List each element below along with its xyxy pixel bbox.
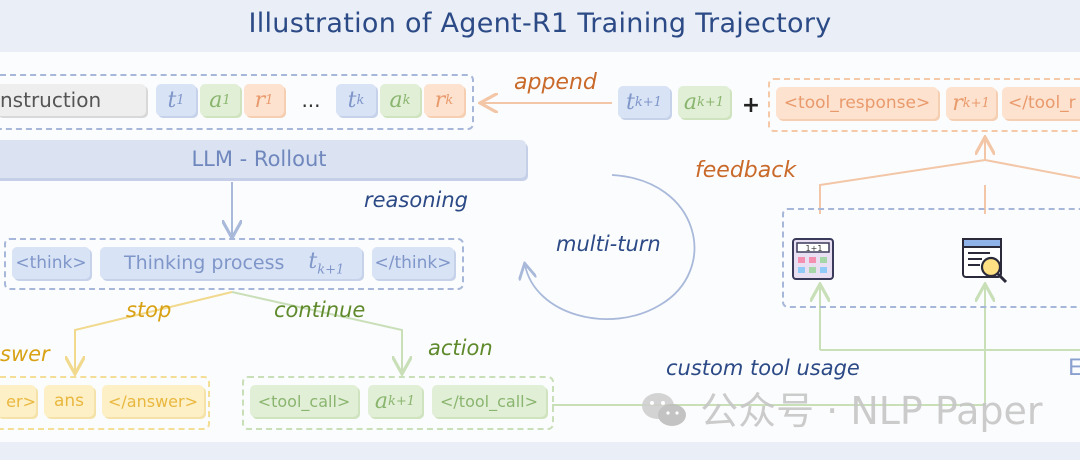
trajectory-container: [0, 74, 474, 130]
tool-response-open-tag: <tool_response>: [776, 87, 938, 119]
custom-tool-usage-label: custom tool usage: [666, 356, 860, 380]
feedback-label: feedback: [695, 158, 797, 183]
llm-rollout-label: LLM - Rollout: [191, 147, 327, 171]
answer-close-tag: </answer>: [102, 385, 204, 417]
thinking-token: tk+1: [308, 248, 345, 278]
answer-open-tag: er>: [0, 385, 36, 417]
watermark-text: 公众号 · NLP Paper: [700, 389, 1043, 433]
tool-call-close-tag: </tool_call>: [432, 385, 546, 417]
append-label: append: [514, 70, 597, 95]
multi-turn-arc: [525, 174, 696, 320]
stop-label: stop: [126, 298, 172, 322]
thinking-process-text: Thinking process: [124, 252, 285, 274]
calculator-tool-icon: 1+1: [790, 236, 836, 282]
plus-sign: +: [741, 92, 761, 118]
action-label: action: [428, 336, 493, 360]
bottom-bar: [0, 442, 1080, 460]
tool-call-open-tag: <tool_call>: [250, 385, 358, 417]
multi-turn-label: multi-turn: [556, 232, 661, 256]
answer-label: swer: [0, 342, 50, 366]
think-open-tag: <think>: [12, 247, 90, 279]
answer-container: [0, 376, 210, 430]
ellipsis: ...: [301, 88, 321, 112]
llm-rollout-bar: LLM - Rollout: [0, 140, 526, 178]
diagram-title: Illustration of Agent-R1 Training Trajec…: [248, 8, 832, 39]
instruction-box: nstruction: [0, 84, 146, 116]
feedback-line: [819, 139, 985, 214]
stop-arrow: [75, 291, 233, 372]
continue-label: continue: [274, 298, 366, 322]
tool-response-close-tag: </tool_r: [1002, 87, 1080, 119]
continue-arrow: [231, 291, 402, 372]
tool-usage-line: [552, 286, 985, 406]
think-close-tag: </think>: [372, 247, 454, 279]
answer-ans: ans: [44, 385, 94, 417]
thinking-process-box: Thinking process tk+1: [100, 247, 362, 279]
thinking-container: [4, 238, 464, 290]
environment-container: [782, 208, 1080, 308]
environment-label: E: [1068, 356, 1080, 381]
title-bar: [0, 0, 1080, 52]
watermark: 公众号 · NLP Paper: [640, 380, 1043, 435]
wechat-icon: [642, 393, 686, 426]
instruction-text: nstruction: [0, 88, 102, 112]
web-search-tool-icon: [960, 236, 1010, 286]
reasoning-label: reasoning: [364, 188, 468, 212]
tool-response-container: [768, 78, 1080, 132]
tool-call-container: [242, 376, 554, 430]
svg-text:1+1: 1+1: [806, 244, 823, 253]
